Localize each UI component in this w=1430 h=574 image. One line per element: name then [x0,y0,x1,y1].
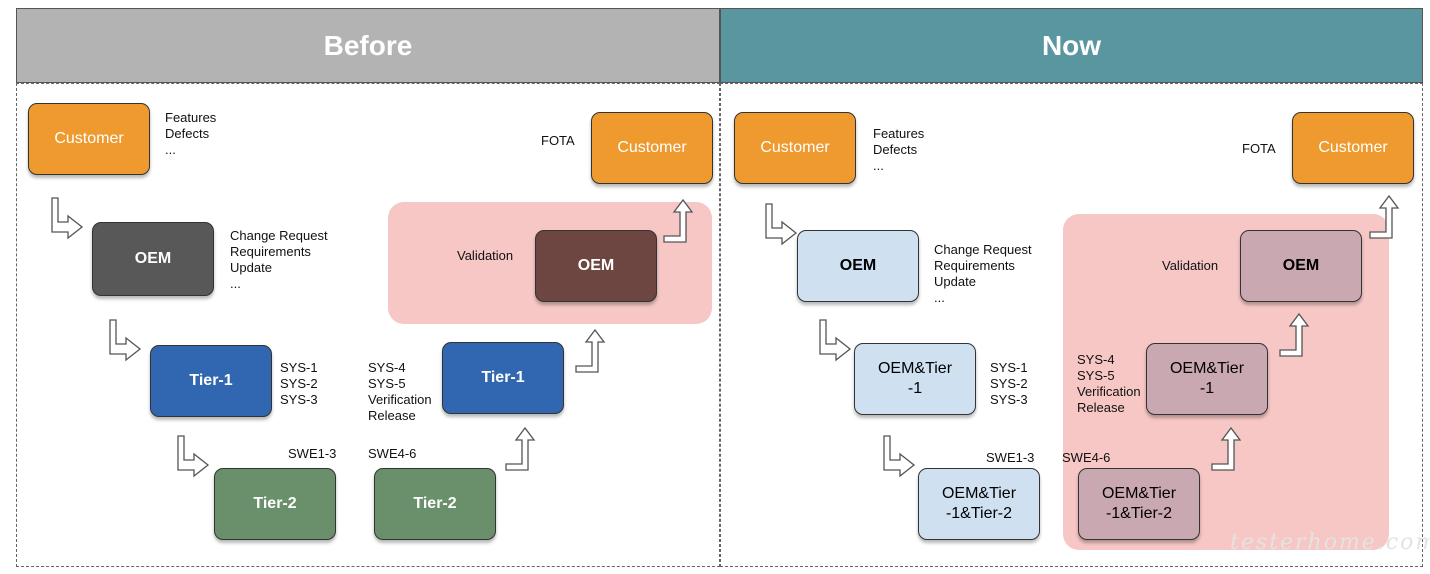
arrow-up-icon [1369,194,1400,239]
now-tier2-right: OEM&Tier -1&Tier-2 [1078,468,1200,540]
before-customer-top: Customer [28,103,150,175]
now-customer-bottom: Customer [1292,112,1414,184]
before-oem-right: OEM [535,230,657,302]
now-oem-notes: Change Request Requirements Update ... [934,242,1032,305]
before-tier2-left: Tier-2 [214,468,336,540]
before-tier2-right: Tier-2 [374,468,496,540]
before-customer-bottom: Customer [591,112,713,184]
before-tier1-right-notes: SYS-4 SYS-5 Verification Release [368,360,432,423]
before-header: Before [16,8,720,83]
arrow-up-icon [1211,426,1242,471]
before-customer-notes: Features Defects ... [165,110,217,157]
before-oem-left: OEM [92,222,214,296]
now-tier1-right-notes: SYS-4 SYS-5 Verification Release [1077,352,1141,415]
arrow-up-icon [663,198,694,243]
now-tier1-left: OEM&Tier -1 [854,343,976,415]
now-tier2-left: OEM&Tier -1&Tier-2 [918,468,1040,540]
now-tier2-right-notes: SWE4-6 [1062,450,1111,465]
arrow-down-icon [177,435,210,478]
before-tier1-right: Tier-1 [442,342,564,414]
now-tier1-left-notes: SYS-1 SYS-2 SYS-3 [990,360,1028,407]
before-validation-label: Validation [457,248,514,263]
before-fota-label: FOTA [541,133,575,148]
arrow-down-icon [51,197,84,240]
arrow-down-icon [819,319,852,362]
now-panel [720,83,1423,567]
before-panel [16,83,720,567]
now-fota-label: FOTA [1242,141,1276,156]
watermark: testerhome.com [1230,530,1430,555]
now-customer-notes: Features Defects ... [873,126,925,173]
arrow-up-icon [575,328,606,373]
now-header: Now [720,8,1423,83]
arrow-up-icon [1279,312,1310,357]
before-tier2-right-notes: SWE4-6 [368,446,417,461]
arrow-down-icon [765,203,798,246]
before-tier2-left-notes: SWE1-3 [288,446,337,461]
now-validation-label: Validation [1162,258,1219,273]
now-tier2-left-notes: SWE1-3 [986,450,1035,465]
arrow-down-icon [109,319,142,362]
before-tier1-left: Tier-1 [150,345,272,417]
now-tier1-right: OEM&Tier -1 [1146,343,1268,415]
now-oem-left: OEM [797,230,919,302]
arrow-up-icon [505,426,536,471]
before-tier1-left-notes: SYS-1 SYS-2 SYS-3 [280,360,318,407]
now-oem-right: OEM [1240,230,1362,302]
now-customer-top: Customer [734,112,856,184]
arrow-down-icon [883,435,916,478]
before-oem-notes: Change Request Requirements Update ... [230,228,328,291]
